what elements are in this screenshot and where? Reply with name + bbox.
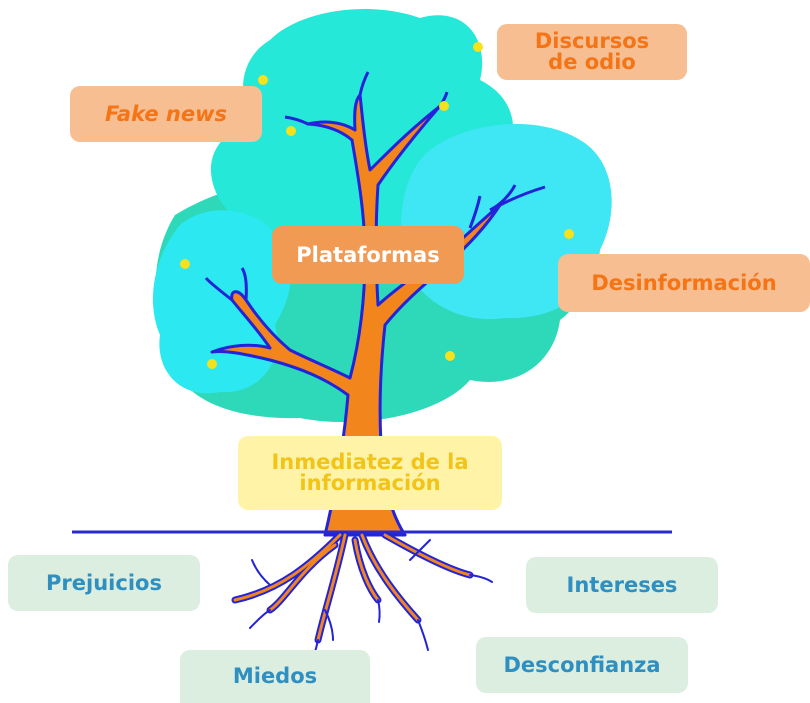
label-fake-news: Fake news bbox=[70, 86, 262, 142]
fruit bbox=[207, 359, 217, 369]
root-rootlet bbox=[249, 609, 271, 629]
label-intereses-text: Intereses bbox=[566, 572, 678, 597]
root-rootlet bbox=[417, 619, 429, 651]
label-intereses: Intereses bbox=[526, 557, 718, 613]
tree-fruits bbox=[180, 42, 574, 369]
root bbox=[233, 533, 342, 602]
root bbox=[316, 533, 347, 642]
root bbox=[268, 543, 337, 612]
label-plataformas: Plataformas bbox=[272, 226, 464, 284]
root bbox=[353, 538, 380, 602]
root-rootlet bbox=[377, 599, 381, 623]
root-rootlet bbox=[324, 609, 334, 641]
label-discursos-line1: Discursos bbox=[534, 29, 650, 53]
fruit bbox=[258, 75, 268, 85]
label-discursos-de-odio: Discursos de odio bbox=[497, 24, 687, 80]
label-inmediatez-de-la-informacion: Inmediatez de la información bbox=[238, 436, 502, 510]
fruit bbox=[180, 259, 190, 269]
branch-top-twig bbox=[358, 71, 370, 96]
branch-left-twig-2 bbox=[240, 267, 248, 301]
label-fake-news-text: Fake news bbox=[105, 101, 227, 126]
branch-right-twig-2 bbox=[499, 185, 546, 207]
label-plataformas-text: Plataformas bbox=[296, 242, 440, 267]
label-miedos-text: Miedos bbox=[232, 664, 318, 688]
root bbox=[360, 533, 420, 622]
label-desconfianza-text: Desconfianza bbox=[503, 652, 661, 677]
label-discursos-line2: de odio bbox=[548, 50, 636, 74]
branch-left-twig bbox=[204, 277, 233, 302]
fruit bbox=[439, 101, 449, 111]
fruit bbox=[286, 126, 296, 136]
branch-upper-twig bbox=[284, 115, 309, 126]
label-prejuicios: Prejuicios bbox=[8, 555, 200, 611]
root-rootlet bbox=[251, 559, 271, 586]
label-inmediatez-line2: información bbox=[299, 471, 441, 495]
canopy-left-blob bbox=[152, 210, 292, 394]
root-rootlet bbox=[469, 574, 493, 583]
label-desinformacion-text: Desinformación bbox=[591, 270, 777, 295]
label-inmediatez-line1: Inmediatez de la bbox=[271, 450, 469, 474]
root-rootlet bbox=[409, 539, 431, 561]
fruit bbox=[564, 229, 574, 239]
label-miedos: Miedos bbox=[180, 650, 370, 703]
tree-roots bbox=[231, 531, 493, 673]
fruit bbox=[445, 351, 455, 361]
label-desinformacion: Desinformación bbox=[558, 254, 810, 312]
label-prejuicios-text: Prejuicios bbox=[46, 570, 162, 595]
fruit bbox=[473, 42, 483, 52]
branch-right-twig-3 bbox=[468, 195, 482, 229]
root bbox=[383, 533, 472, 577]
label-desconfianza: Desconfianza bbox=[476, 637, 688, 693]
branch-right-twig-4 bbox=[489, 184, 517, 212]
